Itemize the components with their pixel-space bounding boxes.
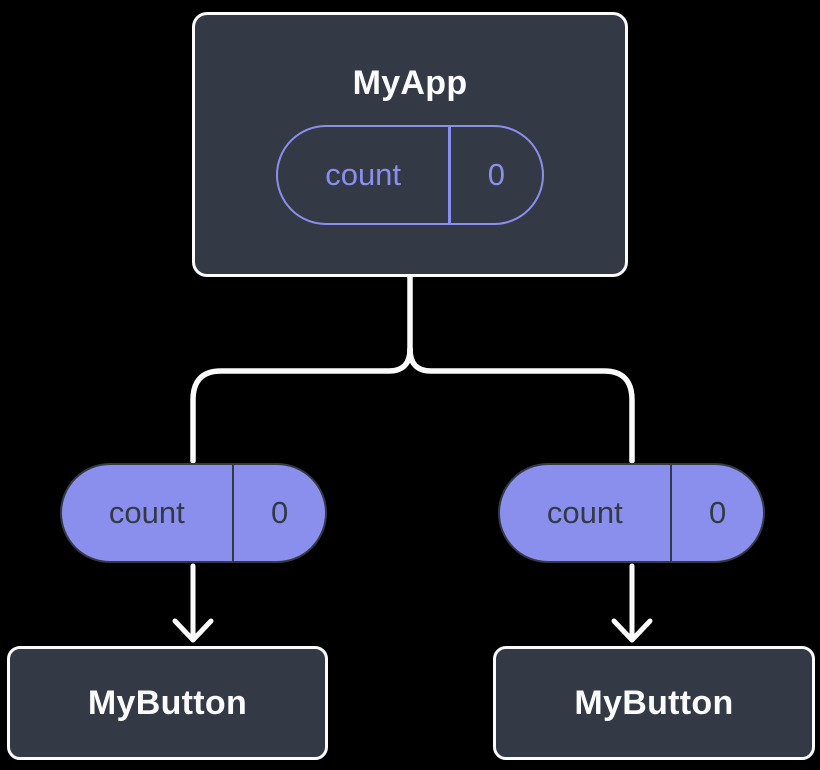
root-component-label: MyApp (352, 64, 468, 102)
pill-divider (448, 127, 451, 223)
state-pill: count 0 (276, 125, 544, 225)
child-component-node-left: MyButton (7, 646, 328, 760)
arrow-down-icon (172, 563, 214, 643)
prop-pill-right: count 0 (498, 463, 765, 563)
prop-pill-left: count 0 (60, 463, 327, 563)
prop-value: 0 (270, 495, 289, 530)
prop-value: 0 (708, 495, 727, 530)
pill-divider (669, 465, 673, 561)
state-name: count (325, 157, 402, 192)
prop-name: count (546, 495, 623, 530)
child-component-label: MyButton (574, 683, 734, 722)
prop-name: count (108, 495, 185, 530)
tree-fork-connector (190, 273, 635, 464)
root-component-node: MyApp count 0 (192, 12, 628, 277)
child-component-label: MyButton (87, 683, 248, 722)
state-value: 0 (487, 157, 505, 192)
arrow-down-icon (611, 563, 653, 643)
child-component-node-right: MyButton (493, 646, 815, 760)
pill-divider (231, 465, 235, 561)
